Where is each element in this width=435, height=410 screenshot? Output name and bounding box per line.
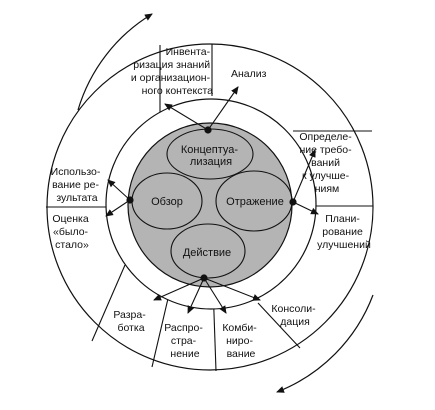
label-otrazhenie: Отражение xyxy=(226,196,284,208)
label-rasprostranenie: Распро- стра- нение xyxy=(164,322,206,360)
label-obzor: Обзор xyxy=(151,196,183,208)
cycle-arrow-top xyxy=(77,13,153,111)
label-deistvie: Действие xyxy=(183,247,231,259)
label-inventarizaciya: Инвента- ризация знаний и организацион- … xyxy=(131,46,213,97)
connector-arrows xyxy=(105,86,319,314)
ellipse-deistvie xyxy=(170,223,246,279)
junction-dots xyxy=(126,126,297,282)
label-kombinirovanie: Комби- ниро- вание xyxy=(222,322,259,360)
label-planirovanie: Плани- рование улучшений xyxy=(317,213,371,251)
label-konceptualizaciya: Концептуа- лизация xyxy=(181,144,241,168)
label-opredelenie: Определе- ние требо- ваний к улучше- ния… xyxy=(299,131,354,195)
cycle-arrow-bottom xyxy=(276,294,374,393)
label-razrabotka: Разра- ботка xyxy=(113,309,148,334)
label-ocenka: Оценка «было- стало» xyxy=(52,213,91,251)
label-analiz: Анализ xyxy=(231,68,267,80)
label-ispolzovanie: Использо- вание ре- зультата xyxy=(51,166,104,204)
label-konsolidaciya: Консоли- дация xyxy=(271,303,318,328)
